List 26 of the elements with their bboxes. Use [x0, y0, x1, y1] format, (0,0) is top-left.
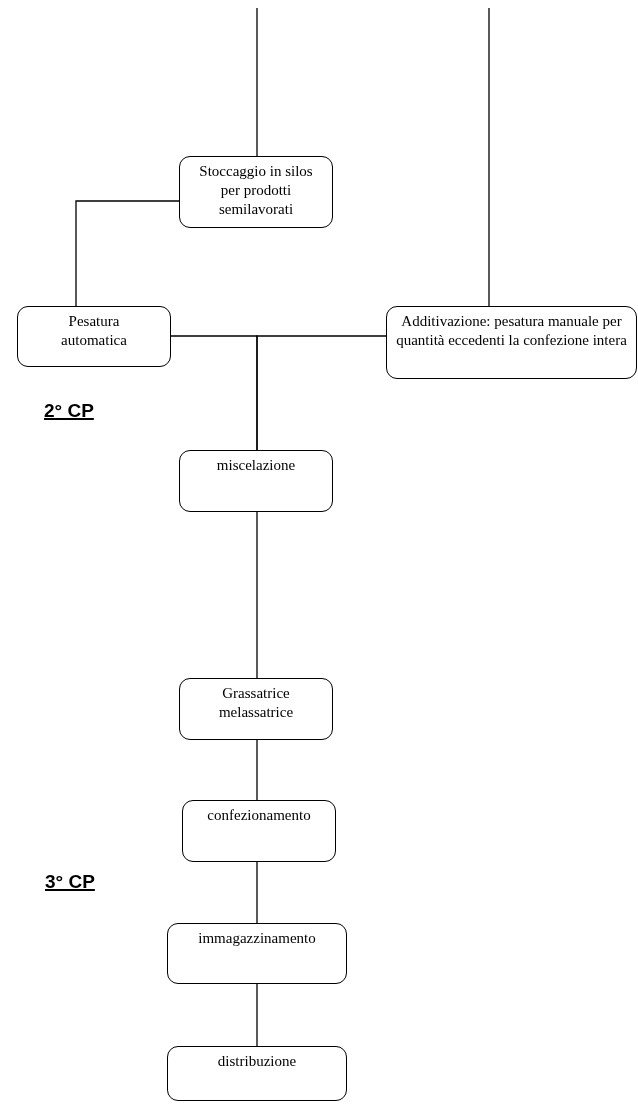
connector-line	[256, 861, 258, 924]
process-box	[386, 306, 637, 379]
box-label: confezionamento	[206, 806, 312, 825]
process-box	[167, 923, 347, 984]
box-label: Grassatrice melassatrice	[217, 684, 295, 722]
process-box	[17, 306, 171, 367]
process-box	[182, 800, 336, 862]
connector-line	[256, 335, 387, 451]
process-box	[179, 156, 333, 228]
process-box	[179, 450, 333, 512]
process-box	[167, 1046, 347, 1101]
process-box	[179, 678, 333, 740]
connector-line	[256, 7, 258, 157]
connector-line	[256, 511, 258, 679]
connector-line	[256, 739, 258, 801]
connector-line	[488, 7, 490, 307]
box-label: Pesatura automatica	[60, 312, 128, 350]
box-label: Stoccaggio in silos per prodotti semilavorati	[198, 162, 314, 219]
box-label: immagazzinamento	[197, 929, 317, 948]
control-point-label: 2° CP	[44, 400, 94, 422]
box-label: distribuzione	[216, 1052, 298, 1071]
box-label: Additivazione: pesatura manuale per quantità eccedenti la confezione intera	[395, 312, 628, 350]
control-point-label: 3° CP	[45, 871, 95, 893]
connector-line	[256, 983, 258, 1047]
box-label: miscelazione	[215, 456, 297, 475]
connector-line	[75, 200, 180, 307]
